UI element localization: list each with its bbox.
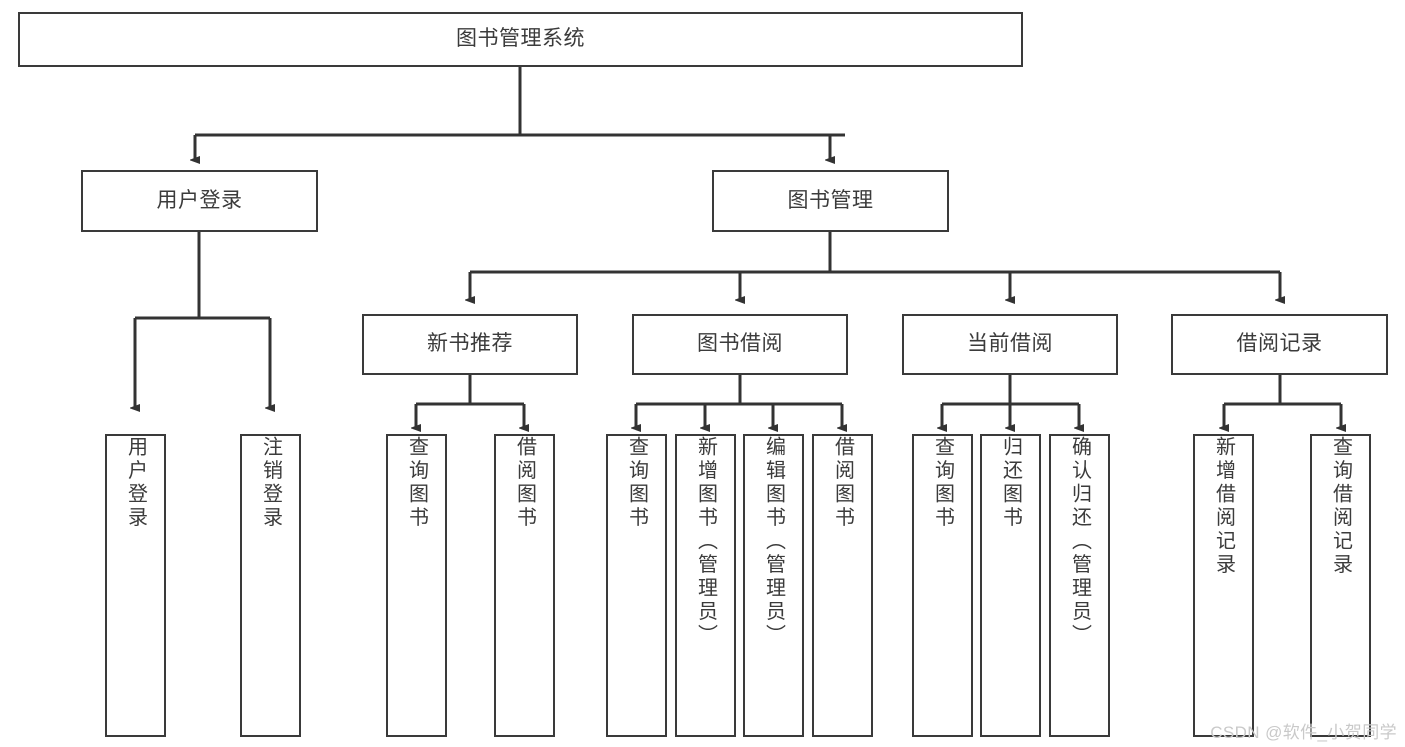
leaf-new-book-query-label: 查询图书 [405,436,428,530]
leaf-new-book-query[interactable]: 查询图书 [386,434,447,737]
node-book-management-label: 图书管理 [787,188,874,212]
node-book-borrow-label: 图书借阅 [697,332,783,356]
node-borrow-record[interactable]: 借阅记录 [1171,314,1388,375]
node-user-login-label: 用户登录 [156,188,243,212]
leaf-book-borrow-add[interactable]: 新增图书（管理员） [675,434,736,737]
leaf-book-borrow-borrow[interactable]: 借阅图书 [812,434,873,737]
node-current-borrow[interactable]: 当前借阅 [902,314,1118,375]
leaf-current-borrow-confirm-label: 确认归还（管理员） [1068,436,1091,648]
leaf-book-borrow-add-label: 新增图书（管理员） [694,436,717,648]
node-root-label: 图书管理系统 [456,27,585,51]
node-user-login[interactable]: 用户登录 [81,170,318,232]
leaf-borrow-record-query-label: 查询借阅记录 [1329,436,1352,577]
node-borrow-record-label: 借阅记录 [1236,332,1323,356]
leaf-new-book-borrow-label: 借阅图书 [513,436,536,530]
node-book-management[interactable]: 图书管理 [712,170,949,232]
leaf-book-borrow-query-label: 查询图书 [625,436,648,530]
node-book-borrow[interactable]: 图书借阅 [632,314,848,375]
leaf-user-login-logout[interactable]: 注销登录 [240,434,301,737]
leaf-book-borrow-edit-label: 编辑图书（管理员） [762,436,785,648]
leaf-current-borrow-return-label: 归还图书 [999,436,1022,530]
leaf-user-login-logout-label: 注销登录 [259,436,282,530]
leaf-current-borrow-confirm[interactable]: 确认归还（管理员） [1049,434,1110,737]
leaf-book-borrow-borrow-label: 借阅图书 [831,436,854,530]
node-new-book-recommend[interactable]: 新书推荐 [362,314,578,375]
watermark-text: CSDN @软件_小贺同学 [1210,723,1397,742]
node-current-borrow-label: 当前借阅 [967,332,1053,356]
leaf-current-borrow-query[interactable]: 查询图书 [912,434,973,737]
leaf-book-borrow-query[interactable]: 查询图书 [606,434,667,737]
leaf-book-borrow-edit[interactable]: 编辑图书（管理员） [743,434,804,737]
leaf-borrow-record-query[interactable]: 查询借阅记录 [1310,434,1371,737]
leaf-borrow-record-add-label: 新增借阅记录 [1212,436,1235,577]
leaf-current-borrow-query-label: 查询图书 [931,436,954,530]
node-root[interactable]: 图书管理系统 [18,12,1023,67]
node-new-book-recommend-label: 新书推荐 [427,332,513,356]
leaf-new-book-borrow[interactable]: 借阅图书 [494,434,555,737]
leaf-user-login-login-label: 用户登录 [124,436,147,530]
leaf-borrow-record-add[interactable]: 新增借阅记录 [1193,434,1254,737]
leaf-current-borrow-return[interactable]: 归还图书 [980,434,1041,737]
leaf-user-login-login[interactable]: 用户登录 [105,434,166,737]
